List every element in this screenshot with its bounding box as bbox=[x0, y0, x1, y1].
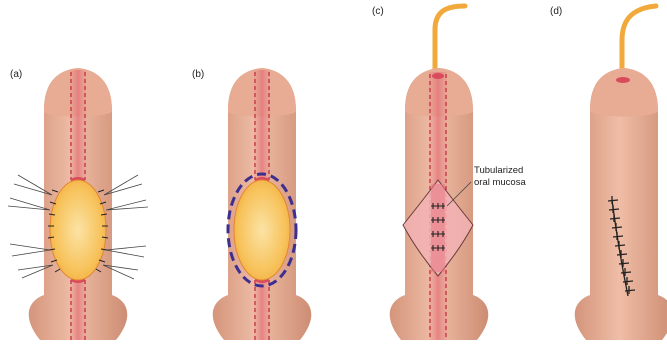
glans bbox=[590, 68, 658, 117]
panel-label-b: (b) bbox=[192, 69, 204, 80]
catheter-icon bbox=[622, 6, 656, 76]
annotation-line-1: Tubularized bbox=[474, 165, 526, 177]
graft-bed bbox=[50, 180, 106, 280]
panel-b-illustration bbox=[213, 68, 312, 340]
graft-bed bbox=[234, 180, 290, 280]
panel-a-illustration bbox=[8, 68, 148, 340]
annotation-line-2: oral mucosa bbox=[474, 177, 526, 189]
panel-label-c: (c) bbox=[372, 6, 384, 17]
panel-label-a: (a) bbox=[10, 69, 22, 80]
panel-label-d: (d) bbox=[550, 6, 562, 17]
panel-d-illustration bbox=[575, 6, 667, 340]
catheter-icon bbox=[435, 6, 465, 76]
graft-annotation: Tubularized oral mucosa bbox=[474, 165, 526, 189]
